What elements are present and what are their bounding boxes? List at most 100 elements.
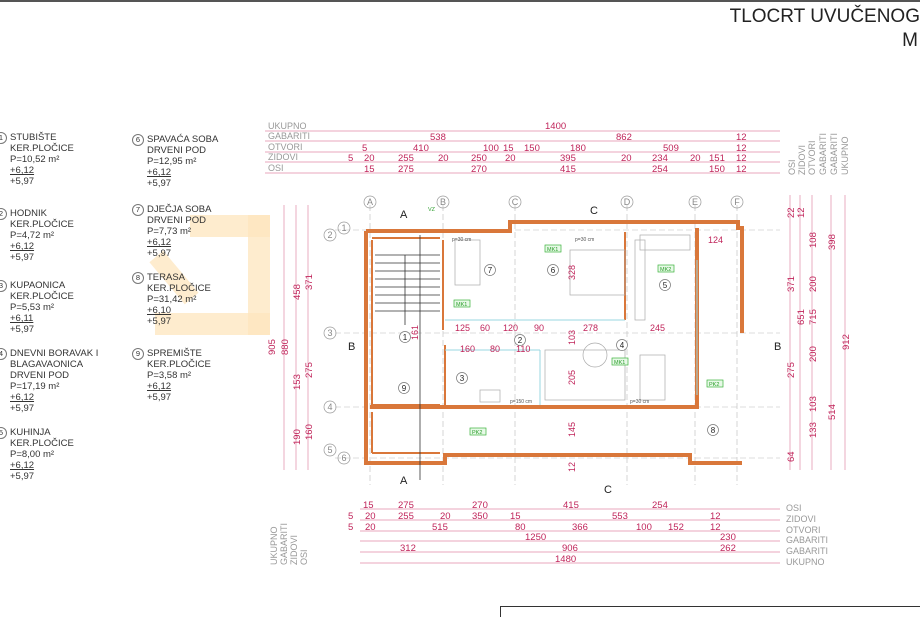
room-name: KUHINJA (10, 427, 51, 438)
dim-top-zidovi: 151 (709, 153, 725, 164)
room-area: P=3,58 m² (147, 370, 192, 381)
dim-top-osi: 275 (398, 164, 414, 175)
tag-pk2: PK2 (472, 430, 482, 436)
axis-label-a: A (367, 197, 373, 207)
interior-dim: 278 (583, 323, 598, 333)
room-area: P=31,42 m² (147, 294, 197, 305)
dim-bottom-otvori: 100 (636, 522, 652, 533)
dim-left: 458 (292, 284, 303, 300)
tag-pk2: PK2 (709, 382, 719, 388)
label-osi-bottom-right: OSI (786, 503, 802, 513)
dim-top-zidovi: 20 (505, 153, 516, 164)
interior-walls (371, 232, 626, 454)
dim-bottom-otvori: 515 (432, 522, 448, 533)
tag-mk1: MK1 (547, 247, 558, 253)
room-name: HODNIK (10, 208, 47, 219)
room-floor: DRVENI POD (147, 145, 206, 156)
room-level-bottom: +5,97 (10, 403, 35, 414)
dim-right: 108 (808, 232, 819, 248)
dim-right: 103 (808, 396, 819, 412)
label-osi-bottom: OSI (299, 549, 309, 565)
dim-top-otvori: 180 (570, 143, 586, 154)
room-floor: DRVENI POD (10, 370, 69, 381)
dim-bottom-zidovi: 15 (510, 511, 521, 522)
bottom-dimension-lines (360, 508, 780, 564)
interior-dim: 60 (480, 323, 490, 333)
label-osi-right: OSI (787, 159, 797, 175)
interior-dim: 120 (503, 323, 518, 333)
dim-bottom-gabariti2: 262 (720, 543, 736, 554)
partitions (445, 260, 698, 405)
room-level-top: +6,12 (10, 460, 35, 471)
axis-label-4: 4 (327, 402, 332, 412)
interior-dim: 205 (567, 370, 577, 385)
label-ukupno-bottom: UKUPNO (269, 526, 279, 565)
furniture (454, 234, 691, 403)
dim-left: 190 (292, 429, 303, 445)
section-mark-b-right: B (774, 341, 781, 353)
room-level-bottom: +5,97 (10, 471, 35, 482)
room-floor: KER.PLOČICE (10, 438, 74, 449)
interior-dim: 90 (534, 323, 544, 333)
dim-bottom-osi: 254 (652, 500, 668, 511)
dim-bottom-gabariti: 230 (720, 532, 736, 543)
room-level-top: +6,12 (147, 381, 172, 392)
axis-label-e: E (692, 197, 698, 207)
dim-bottom-zidovi: 350 (472, 511, 488, 522)
room-level-bottom: +5,97 (147, 316, 172, 327)
plan-room-9: 9 (402, 384, 407, 393)
dim-bottom-otvori: 12 (710, 522, 721, 533)
plan-room-2: 2 (518, 336, 523, 345)
sill-height: p=30 cm (575, 237, 594, 243)
dim-bottom-zidovi: 20 (440, 511, 451, 522)
section-mark-a-bottom: A (400, 475, 408, 487)
axis-label-b: B (440, 197, 446, 207)
dim-top-gabariti: 538 (430, 132, 446, 143)
dim-bottom-otvori: 5 (348, 522, 353, 533)
dim-bottom-zidovi: 553 (612, 511, 628, 522)
plan-room-5: 5 (663, 281, 668, 290)
label-ukupno-right: UKUPNO (840, 136, 850, 175)
right-dimension-labels: OSI ZIDOVI OTVORI GABARITI GABARITI UKUP… (787, 133, 850, 175)
interior-dim: 110 (516, 344, 530, 354)
tag-mk1: MK1 (614, 360, 625, 366)
label-osi: OSI (268, 163, 284, 173)
dim-left: 275 (304, 362, 315, 378)
dim-bottom-osi: 270 (472, 500, 488, 511)
dim-right: 22 (786, 207, 797, 218)
dim-top-otvori: 509 (663, 143, 679, 154)
sill-height: p=150 cm (510, 399, 532, 405)
plan-room-8: 8 (711, 426, 716, 435)
room-floor: KER.PLOČICE (10, 143, 74, 154)
dim-bottom-zidovi: 5 (348, 511, 353, 522)
interior-dim: 124 (708, 235, 723, 245)
dim-bottom-ukupno: 1480 (555, 554, 576, 565)
dim-bottom-osi: 275 (398, 500, 414, 511)
interior-dim: 160 (460, 344, 475, 354)
dim-left: 880 (280, 339, 291, 355)
axis-label-f: F (734, 197, 740, 207)
room-floor: KER.PLOČICE (10, 219, 74, 230)
axis-label-d: D (624, 197, 631, 207)
dim-bottom-zidovi: 20 (365, 511, 376, 522)
room-level-bottom: +5,97 (10, 252, 35, 263)
legend-room-6: 6 SPAVAĆA SOBA DRVENI POD P=12,95 m² +6,… (132, 134, 218, 189)
dim-right: 133 (808, 422, 819, 438)
tag-boxes (453, 244, 724, 436)
dim-top-zidovi: 5 (348, 153, 353, 164)
sill-height: p=30 cm (452, 237, 471, 243)
dim-top-gabariti: 862 (616, 132, 632, 143)
tag-mk2: MK2 (660, 267, 671, 273)
sill-height: p=30 cm (630, 399, 649, 405)
dim-top-ukupno: 1400 (545, 121, 566, 132)
dim-bottom-zidovi: 255 (398, 511, 414, 522)
room-floor: DRVENI POD (147, 215, 206, 226)
room-level-top: +6,12 (10, 241, 35, 252)
axis-bubbles (323, 195, 744, 465)
dim-right: 651 (796, 309, 807, 325)
label-otvori-bottom-right: OTVORI (786, 525, 821, 535)
dim-left: 153 (292, 374, 303, 390)
dim-top-zidovi: 395 (560, 153, 576, 164)
room-area: P=17,19 m² (10, 381, 60, 392)
label-gabariti-bottom-right: GABARITI (786, 535, 828, 545)
